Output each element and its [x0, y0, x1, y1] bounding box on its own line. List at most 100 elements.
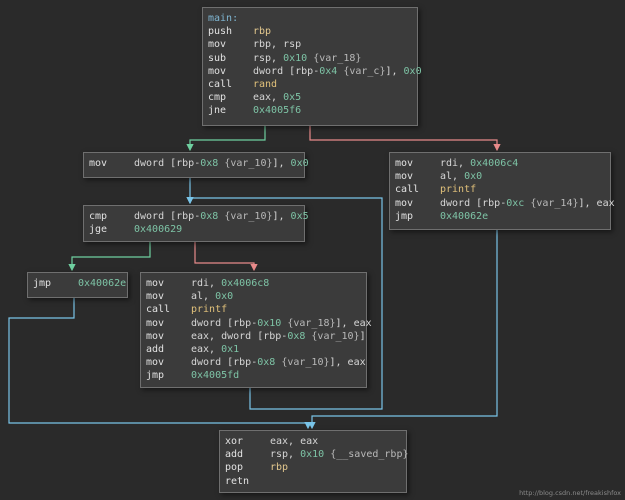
operand-token[interactable]: 0x5: [290, 211, 309, 222]
operand-token: eax,: [191, 343, 222, 355]
operand-token: al,: [440, 171, 465, 183]
instruction-line[interactable]: mov al, 0x0: [395, 170, 605, 183]
mnemonic: jmp: [395, 210, 414, 222]
operand-token[interactable]: 0x10: [300, 449, 325, 461]
operand-token[interactable]: 0x5: [283, 92, 302, 104]
watermark: http://blog.csdn.net/freakishfox: [519, 489, 621, 497]
instruction-line[interactable]: pop rbp: [225, 461, 401, 474]
operand-token[interactable]: 0x8: [257, 357, 276, 369]
instruction-line[interactable]: retn: [225, 475, 401, 488]
operand-token: eax, eax: [270, 436, 319, 447]
edge-loop-back: [186, 197, 383, 410]
operand-token: rbp: [270, 462, 289, 474]
operand-token[interactable]: 0x4006c8: [221, 278, 270, 289]
mnemonic: cmp: [208, 92, 227, 104]
operand-token[interactable]: rand: [253, 78, 278, 90]
mnemonic: pop: [225, 462, 244, 474]
mnemonic: mov: [395, 197, 414, 209]
operand-token: {var_10}: [218, 211, 273, 222]
mnemonic: cmp: [89, 211, 108, 222]
mnemonic: mov: [208, 65, 227, 77]
operand-token: dword [rbp-: [191, 317, 258, 329]
edge-main-true: [186, 126, 266, 152]
operand-token[interactable]: 0x10: [257, 317, 282, 329]
operand-token[interactable]: 0x400629: [134, 224, 183, 236]
operand-token[interactable]: printf: [440, 184, 477, 196]
operand-token: dword [rbp-: [440, 197, 507, 209]
operand-token: rbp, rsp: [253, 39, 302, 51]
edge-exit-epilogue: [8, 298, 312, 430]
operand-token[interactable]: 0x4006c4: [470, 158, 519, 169]
operand-token[interactable]: 0x4: [319, 65, 338, 77]
instruction-line[interactable]: mov rbp, rsp: [208, 38, 412, 51]
operand-token[interactable]: 0x4005fd: [191, 370, 240, 382]
instruction-line[interactable]: jmp 0x40062e: [395, 210, 605, 223]
mnemonic: add: [225, 449, 244, 461]
mnemonic: retn: [225, 475, 250, 487]
operand-token[interactable]: 0x0: [215, 291, 234, 303]
operand-token: {var_18}: [281, 317, 336, 329]
operand-token[interactable]: 0x40062e: [78, 278, 127, 289]
operand-token: {var_10}: [275, 357, 330, 369]
operand-token: rsp,: [253, 52, 284, 64]
mnemonic: add: [146, 343, 165, 355]
mnemonic: mov: [395, 171, 414, 183]
mnemonic: mov: [395, 158, 414, 169]
operand-token: ],: [385, 65, 404, 77]
mnemonic: mov: [146, 291, 165, 303]
edge-cond-true: [68, 242, 151, 272]
operand-token[interactable]: 0x40062e: [440, 210, 489, 222]
mnemonic: mov: [146, 278, 165, 289]
operand-token[interactable]: 0x4005f6: [253, 105, 302, 117]
operand-token: rbp: [253, 26, 272, 38]
operand-token[interactable]: 0xc: [506, 197, 525, 209]
instruction-line[interactable]: call rand: [208, 78, 412, 91]
operand-token[interactable]: 0x1: [221, 343, 240, 355]
operand-token[interactable]: 0x0: [464, 171, 483, 183]
operand-token[interactable]: printf: [191, 304, 228, 316]
operand-token: ], eax: [329, 357, 366, 369]
mnemonic: mov: [208, 39, 227, 51]
instruction-line[interactable]: add eax, 0x1: [146, 343, 361, 356]
operand-token: dword [rbp-: [134, 211, 201, 222]
operand-token[interactable]: 0x8: [287, 330, 306, 342]
mnemonic: mov: [89, 158, 108, 169]
operand-token[interactable]: 0x8: [200, 211, 219, 222]
operand-token[interactable]: 0x8: [200, 158, 219, 169]
mnemonic: call: [208, 78, 233, 90]
operand-token[interactable]: 0x10: [283, 52, 308, 64]
operand-token: {__saved_rbp}: [324, 449, 409, 461]
operand-token[interactable]: 0x0: [403, 65, 422, 77]
operand-token[interactable]: 0x0: [290, 158, 309, 169]
mnemonic: sub: [208, 52, 227, 64]
operand-token: dword [rbp-: [253, 65, 320, 77]
